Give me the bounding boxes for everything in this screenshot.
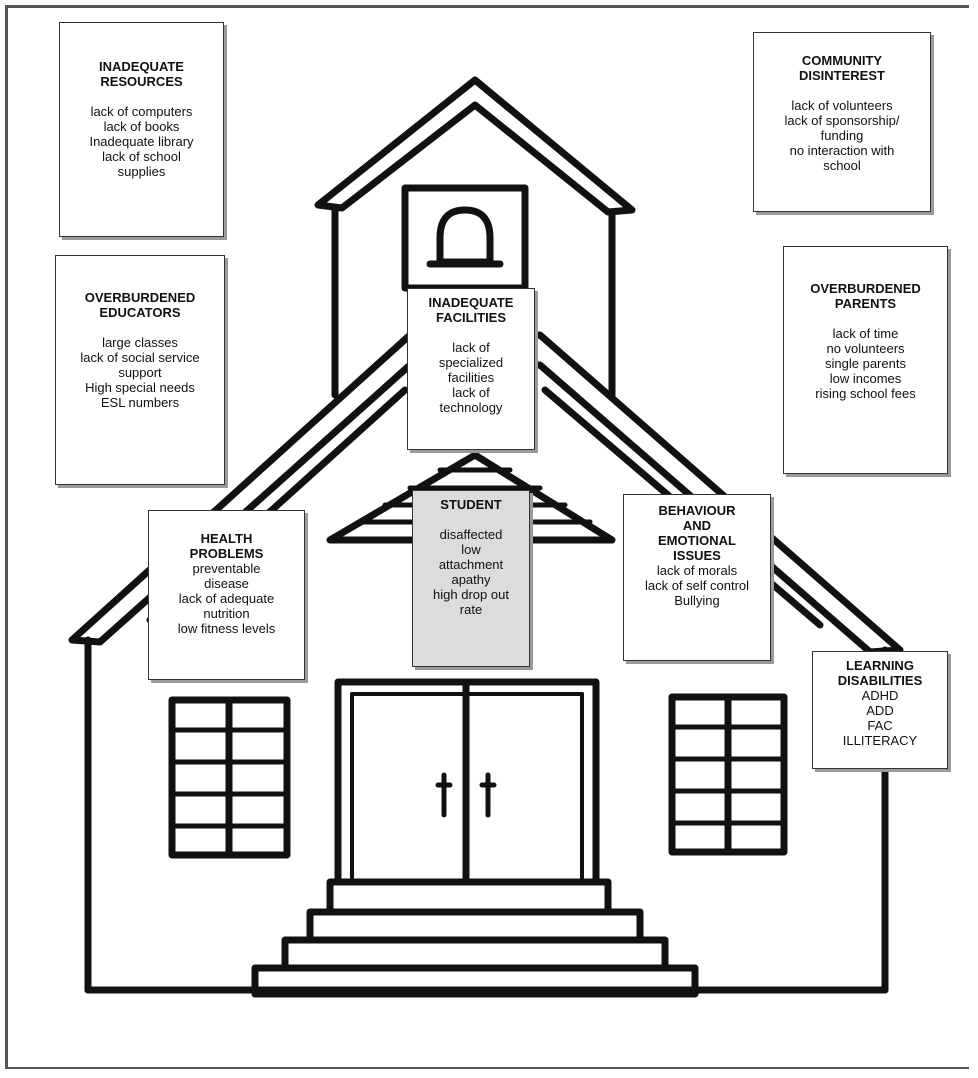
box-item: lack of sponsorship/ [784,113,900,128]
door-handle-right [479,772,497,818]
box-title-line: LEARNING [846,658,914,673]
box-item: supplies [117,164,166,179]
box-title-line: DISINTEREST [799,68,885,83]
box-item: low [461,542,481,557]
box-item: lack of morals [656,563,738,578]
box-item: lack of school [102,149,181,164]
box-item: disaffected [439,527,503,542]
box-title-line: OVERBURDENED [810,281,921,296]
box-item: lack of [452,385,490,400]
box-title-line: RESOURCES [100,74,183,89]
box-title-line: AND [682,518,712,533]
box-item: lack of time [832,326,899,341]
box-title-line: STUDENT [440,497,502,512]
box-item: Bullying [674,593,720,608]
box-item: funding [820,128,864,143]
diagram-frame [5,5,969,1069]
box-spacer [56,320,224,335]
step-2 [306,908,644,944]
box-item: lack of [452,340,490,355]
box-item: rising school fees [815,386,916,401]
box-item: nutrition [203,606,250,621]
box-title-line: INADEQUATE [428,295,514,310]
step-3 [281,936,669,972]
box-title-line: PROBLEMS [189,546,264,561]
box-title-line: EMOTIONAL [658,533,736,548]
bell-window [401,184,529,292]
box-item: lack of adequate [178,591,275,606]
door-handle-left [435,772,453,818]
box-item: Inadequate library [89,134,194,149]
box-item: ILLITERACY [842,733,918,748]
box-item: lack of books [103,119,180,134]
box-item: low incomes [829,371,902,386]
step-4 [251,964,699,998]
box-spacer [754,83,930,98]
box-title-line: HEALTH [200,531,253,546]
box-item: no interaction with [789,143,895,158]
tower-roof [314,76,636,216]
box-item: low fitness levels [177,621,276,636]
box-item: lack of social service [80,350,200,365]
box-item: apathy [451,572,491,587]
box-item: support [118,365,162,380]
box-spacer [413,512,529,527]
box-title-line: DISABILITIES [837,673,923,688]
box-item: school [823,158,861,173]
box-item: single parents [825,356,906,371]
box-item: facilities [447,370,495,385]
box-item: FAC [867,718,893,733]
box-item: lack of computers [90,104,193,119]
box-item: disease [204,576,249,591]
box-item: attachment [438,557,504,572]
box-title-line: ISSUES [673,548,721,563]
box-item: lack of self control [644,578,750,593]
box-title-line: PARENTS [834,296,897,311]
box-item: lack of volunteers [791,98,893,113]
box-title-line: COMMUNITY [801,53,883,68]
box-item: High special needs [85,380,195,395]
box-item: technology [439,400,503,415]
box-spacer [60,89,223,104]
bell-icon [436,206,494,266]
box-title-line: FACILITIES [435,310,507,325]
box-spacer [784,311,947,326]
box-item: ESL numbers [100,395,180,410]
box-item: rate [459,602,483,617]
box-title-line: OVERBURDENED [84,290,196,305]
box-item: preventable [192,561,261,576]
box-item: high drop out [433,587,509,602]
step-1 [326,878,612,916]
box-title-line: INADEQUATE [99,59,184,74]
box-item: ADHD [861,688,899,703]
box-item: ADD [866,703,894,718]
box-title-line: EDUCATORS [99,305,181,320]
box-item: large classes [102,335,178,350]
box-spacer [408,325,534,340]
box-item: no volunteers [826,341,905,356]
box-title-line: BEHAVIOUR [658,503,736,518]
box-item: specialized [438,355,504,370]
